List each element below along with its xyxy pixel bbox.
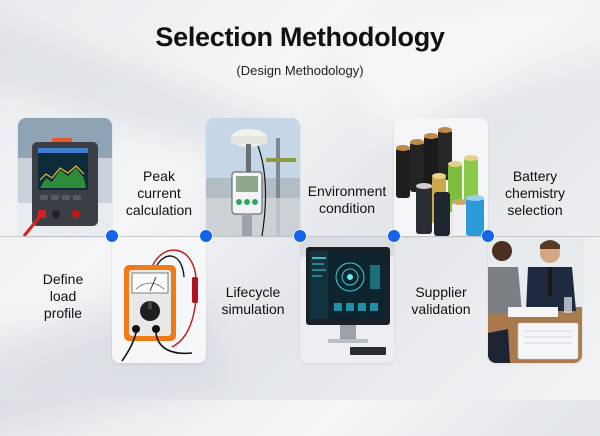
step-label-environment-condition: Environment condition bbox=[300, 183, 394, 217]
label-line: Define bbox=[42, 271, 84, 287]
computer-dashboard-icon bbox=[300, 237, 394, 363]
label-line: Environment bbox=[307, 183, 387, 199]
label-line: Supplier bbox=[415, 284, 467, 300]
battery-cells-icon bbox=[394, 118, 488, 236]
step-label-define-load-profile: Define load profile bbox=[16, 271, 110, 322]
label-line: Peak bbox=[143, 168, 175, 184]
weather-sensor-icon bbox=[206, 118, 300, 236]
page-title: Selection Methodology bbox=[155, 22, 445, 52]
label-line: condition bbox=[318, 200, 376, 216]
page-subtitle: (Design Methodology) bbox=[236, 63, 364, 78]
step-label-battery-chemistry-selection: Battery chemistry selection bbox=[488, 168, 582, 219]
label-line: validation bbox=[411, 301, 471, 317]
label-line: selection bbox=[507, 202, 563, 218]
weather-sensor-image bbox=[206, 118, 300, 236]
label-line: chemistry bbox=[505, 185, 565, 201]
timeline-node-3 bbox=[294, 230, 306, 242]
business-meeting-image bbox=[488, 237, 582, 363]
analog-multimeter-image bbox=[112, 237, 206, 363]
digital-power-analyzer-image bbox=[18, 118, 112, 236]
analog-multimeter-icon bbox=[112, 237, 206, 363]
timeline-node-1 bbox=[106, 230, 118, 242]
label-line: simulation bbox=[221, 301, 285, 317]
label-line: Lifecycle bbox=[225, 284, 281, 300]
step-label-supplier-validation: Supplier validation bbox=[394, 284, 488, 318]
label-line: profile bbox=[43, 305, 83, 321]
label-line: load bbox=[49, 288, 77, 304]
battery-cells-image bbox=[394, 118, 488, 236]
timeline-node-4 bbox=[388, 230, 400, 242]
step-label-lifecycle-simulation: Lifecycle simulation bbox=[206, 284, 300, 318]
computer-dashboard-image bbox=[300, 237, 394, 363]
digital-power-analyzer-icon bbox=[18, 118, 112, 236]
step-label-peak-current-calculation: Peak current calculation bbox=[112, 168, 206, 219]
label-line: calculation bbox=[125, 202, 193, 218]
timeline-node-5 bbox=[482, 230, 494, 242]
label-line: Battery bbox=[512, 168, 558, 184]
timeline-node-2 bbox=[200, 230, 212, 242]
business-meeting-icon bbox=[488, 237, 582, 363]
label-line: current bbox=[137, 185, 181, 201]
